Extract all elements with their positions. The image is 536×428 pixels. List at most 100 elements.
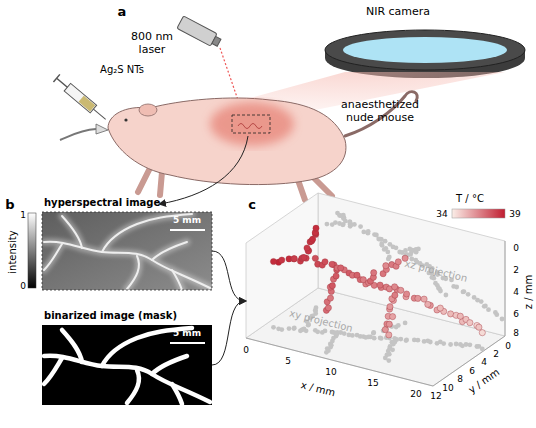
xy-projection-point: [366, 335, 371, 340]
xz-projection-point: [438, 289, 443, 294]
zoom-arrow: [160, 136, 248, 204]
figure-label: 0: [20, 281, 26, 291]
temperature-point: [476, 324, 482, 330]
temperature-point: [312, 255, 318, 261]
xy-projection-point: [404, 338, 409, 343]
laser-beam: [220, 48, 238, 100]
temperature-point: [386, 332, 392, 338]
laser-tip: [212, 36, 221, 46]
xz-projection-point: [335, 211, 340, 216]
figure-label: 10: [325, 367, 336, 377]
xz-projection-point: [416, 247, 421, 252]
temperature-point: [479, 330, 485, 336]
figure-label: intensity: [7, 230, 19, 273]
xy-projection-point: [323, 329, 328, 334]
figure-label: 34: [436, 209, 447, 219]
vessel-sketch: [238, 124, 262, 129]
xy-projection-point: [454, 342, 459, 347]
plot-box: xz projection xy projection: [246, 193, 508, 388]
mouse-ear: [139, 104, 157, 116]
xy-projection-point: [441, 341, 446, 346]
xz-projection-point: [479, 299, 484, 304]
node-text: xz projection: [403, 258, 468, 285]
camera-rim: [325, 30, 525, 70]
temperature-point: [395, 259, 401, 265]
figure-label: 6: [469, 366, 475, 376]
figure-label: 2: [513, 265, 519, 275]
vessel-mask: [44, 328, 210, 404]
xz-projection-point: [500, 317, 505, 322]
temperature-point: [333, 273, 339, 279]
temperature-point: [301, 254, 307, 260]
figure-label: 0: [513, 243, 519, 253]
hyperspectral-image: [42, 212, 212, 290]
figure-label: 2: [493, 349, 499, 359]
xz-projection-point: [461, 290, 466, 295]
figure-label: 0: [243, 345, 249, 355]
temperature-point: [329, 283, 335, 289]
figure-label: 15: [367, 378, 378, 388]
temperature-point: [270, 258, 276, 264]
xy-projection-point: [468, 342, 473, 347]
xy-projection-point: [301, 327, 306, 332]
figure-label: 10: [442, 383, 453, 393]
xy-projection-point: [448, 342, 453, 347]
temperature-point: [382, 327, 388, 333]
figure-label: 800 nm laser: [129, 31, 175, 56]
temperature-point: [291, 256, 297, 262]
temperature-point: [325, 305, 331, 311]
xz-projection-point: [494, 312, 499, 317]
xz-projection-point: [380, 243, 385, 248]
temperature-point: [338, 265, 344, 271]
anaesthesia-tube: [60, 129, 96, 140]
xz-projection-point: [444, 293, 449, 298]
temperature-point: [329, 261, 335, 267]
xz-projection-point: [374, 233, 379, 238]
syringe-needle: [93, 109, 105, 119]
node-text: xy projection: [288, 308, 354, 335]
temperature-point: [392, 292, 398, 298]
temperature-point: [398, 287, 404, 293]
temperature-point: [300, 255, 306, 261]
node-text: 5 mm: [173, 328, 201, 338]
xz-projection-point: [486, 307, 491, 312]
xz-projection-point: [483, 304, 488, 309]
figure-label: T / °C: [456, 193, 484, 205]
temperature-point: [415, 295, 421, 301]
region-of-interest: [232, 115, 270, 133]
xy-projection-point: [271, 325, 276, 330]
figure-label: 39: [509, 209, 520, 219]
plot-back-wall: [318, 193, 505, 336]
figure-label: 8: [513, 328, 519, 338]
xy-projection-point: [292, 326, 297, 331]
xy-projection-point: [398, 337, 403, 342]
figure-label: b: [5, 198, 14, 213]
temperature-point: [386, 321, 392, 327]
intensity-colorbar: [28, 213, 36, 288]
image-panel: binarized image (mask)5 mm: [42, 325, 212, 405]
figure-label: 6: [513, 309, 519, 319]
xy-projection-point: [396, 323, 401, 328]
xy-projection-point: [390, 347, 395, 352]
temperature-point: [437, 305, 443, 311]
scale-bar: [170, 342, 205, 344]
syringe: [53, 74, 108, 123]
temperature-point: [387, 304, 393, 310]
image-panel: hyperspectral image5 mm: [42, 212, 212, 290]
figure-label: 12: [430, 391, 441, 401]
figure-label: NIR camera: [366, 6, 430, 19]
laser-device: [177, 16, 222, 49]
xy-projection-point: [480, 347, 485, 352]
xz-projection-point: [466, 292, 471, 297]
temperature-point: [377, 282, 383, 288]
xz-projection-point: [358, 224, 363, 229]
xz-projection-point: [378, 237, 383, 242]
vessel-lines: [44, 214, 210, 290]
xy-projection-point: [403, 321, 408, 326]
temperature-point: [371, 270, 377, 276]
xy-projection-point: [315, 329, 320, 334]
temperature-point: [404, 291, 410, 297]
figure-label: Ag₂S NTs: [100, 64, 144, 76]
